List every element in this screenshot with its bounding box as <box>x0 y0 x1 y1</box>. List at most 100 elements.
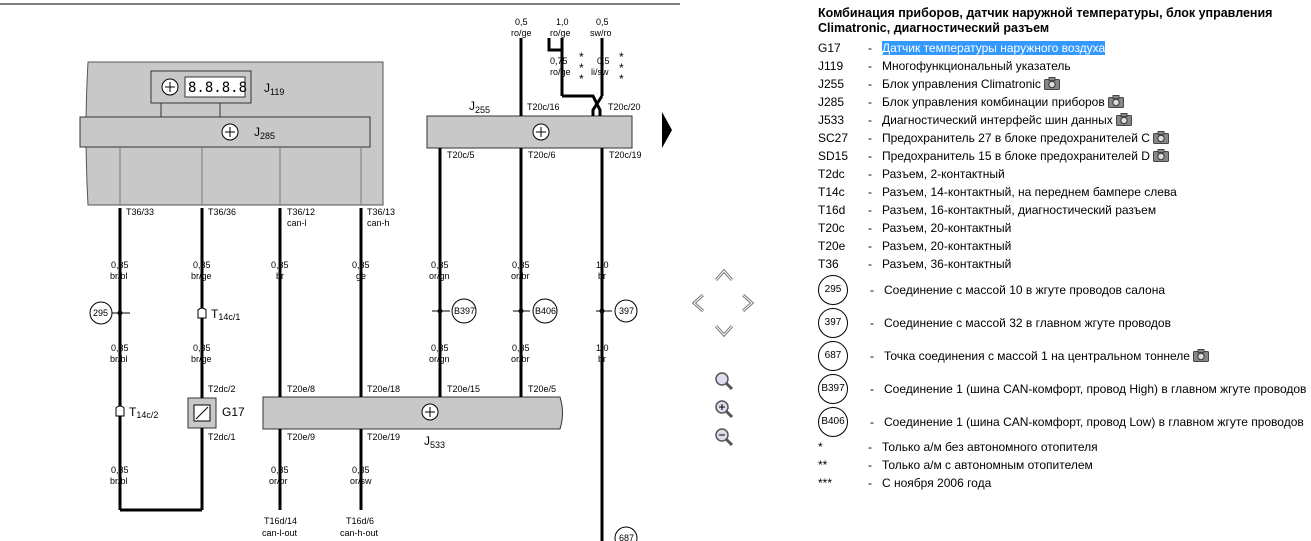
legend-note: **-Только а/м с автономным отопителем <box>818 456 1308 474</box>
legend-dash: - <box>868 167 872 181</box>
svg-text:0,35: 0,35 <box>431 343 449 353</box>
svg-text:0,35: 0,35 <box>271 465 289 475</box>
svg-text:T36/13: T36/13 <box>367 207 395 217</box>
legend-ground-item: B406 -Соединение 1 (шина CAN-комфорт, про… <box>818 405 1308 438</box>
legend-desc: Многофункциональный указатель <box>882 59 1071 73</box>
chevron-right-icon <box>742 293 755 313</box>
legend-ground-item: 295-Соединение с массой 10 в жгуте прово… <box>818 273 1308 306</box>
svg-text:T20e/19: T20e/19 <box>367 432 400 442</box>
legend-code: T16d <box>818 203 846 217</box>
legend-dash: - <box>868 149 872 163</box>
svg-text:can-h: can-h <box>367 218 390 228</box>
wiring-diagram: 8.8.8.8 J119 J285 J255 J533 G17 0,5 ro/g… <box>0 3 680 541</box>
legend-desc: Соединение 1 (шина CAN-комфорт, провод L… <box>884 414 1304 429</box>
legend-item: J285-Блок управления комбинации приборов <box>818 93 1308 111</box>
zoom-out-icon <box>715 428 734 447</box>
legend-dash: - <box>870 381 874 396</box>
svg-text:ro/ge: ro/ge <box>511 28 532 38</box>
legend-desc: Только а/м с автономным отопителем <box>882 458 1093 472</box>
camera-icon[interactable] <box>1107 95 1124 108</box>
legend-panel: Комбинация приборов, датчик наружной тем… <box>818 6 1308 492</box>
pan-down-button[interactable] <box>713 320 735 342</box>
svg-text:0,35: 0,35 <box>352 260 370 270</box>
pan-right-button[interactable] <box>737 292 759 314</box>
svg-text:T20c/19: T20c/19 <box>609 150 642 160</box>
svg-text:0,35: 0,35 <box>111 465 129 475</box>
legend-code: G17 <box>818 41 841 55</box>
pan-up-button[interactable] <box>713 264 735 286</box>
svg-text:*: * <box>579 72 584 86</box>
svg-text:br: br <box>598 354 606 364</box>
svg-text:*: * <box>619 61 624 75</box>
legend-ground-item: 687-Точка соединения с массой 1 на центр… <box>818 339 1308 372</box>
legend-desc: Предохранитель 15 в блоке предохранителе… <box>882 147 1308 165</box>
legend-ground-item: B397-Соединение 1 (шина CAN-комфорт, про… <box>818 372 1308 405</box>
j533-label: J533 <box>424 434 445 450</box>
svg-text:can-l: can-l <box>287 218 307 228</box>
svg-text:0,35: 0,35 <box>271 260 289 270</box>
legend-desc: Только а/м без автономного отопителя <box>882 440 1098 454</box>
svg-text:T2dc/2: T2dc/2 <box>208 384 236 394</box>
j533-block <box>262 396 563 430</box>
legend-dash: - <box>870 414 874 429</box>
legend-item: J119-Многофункциональный указатель <box>818 57 1308 75</box>
legend-item: J533-Диагностический интерфейс шин данны… <box>818 111 1308 129</box>
chevron-up-icon <box>714 268 734 281</box>
note-marker: * <box>818 440 823 454</box>
legend-item: T16d-Разъем, 16-контактный, диагностичес… <box>818 201 1308 219</box>
legend-code: J119 <box>818 59 844 73</box>
legend-dash: - <box>868 95 872 109</box>
svg-text:T20e/15: T20e/15 <box>447 384 480 394</box>
lcd-digits: 8.8.8.8 <box>188 80 247 96</box>
legend-dash: - <box>870 315 874 330</box>
j119-label: J119 <box>264 81 284 97</box>
svg-text:or/br: or/br <box>511 271 530 281</box>
pin-labels: T36/33 T36/36 T36/12 can-l T36/13 can-h … <box>126 150 642 538</box>
note-stars: * * * * * * <box>579 50 624 86</box>
svg-text:B397: B397 <box>454 306 475 316</box>
legend-desc: Разъем, 36-контактный <box>882 257 1012 271</box>
legend-dash: - <box>868 221 872 235</box>
camera-icon[interactable] <box>1152 131 1169 144</box>
svg-text:br: br <box>276 271 284 281</box>
svg-text:T20e/5: T20e/5 <box>528 384 556 394</box>
legend-dash: - <box>868 77 872 91</box>
svg-text:B406: B406 <box>535 306 556 316</box>
ground-circle-icon: 295 <box>818 274 848 305</box>
svg-text:0,5: 0,5 <box>596 17 609 27</box>
legend-title: Комбинация приборов, датчик наружной тем… <box>818 6 1273 35</box>
ground-circle-icon: 687 <box>818 340 848 371</box>
legend-list: G17 - Датчик температуры наружного воздуха… <box>818 39 1308 273</box>
zoom-button[interactable] <box>713 370 735 392</box>
svg-text:sw/ro: sw/ro <box>590 28 612 38</box>
legend-item: T36-Разъем, 36-контактный <box>818 255 1308 273</box>
legend-code: SC27 <box>818 131 849 145</box>
camera-icon[interactable] <box>1152 149 1169 162</box>
camera-icon[interactable] <box>1115 113 1132 126</box>
svg-text:*: * <box>579 61 584 75</box>
legend-desc: Разъем, 16-контактный, диагностический р… <box>882 203 1157 217</box>
svg-text:or/br: or/br <box>269 476 288 486</box>
t14c-2-label: T14c/2 <box>129 405 158 420</box>
legend-desc: Соединение 1 (шина CAN-комфорт, провод H… <box>884 381 1307 396</box>
pan-left-button[interactable] <box>687 292 709 314</box>
svg-text:br: br <box>598 271 606 281</box>
legend-desc: Разъем, 2-контактный <box>882 167 1005 181</box>
camera-icon[interactable] <box>1043 77 1060 90</box>
legend-desc: С ноября 2006 года <box>882 476 992 490</box>
ground-circle-icon: 397 <box>818 307 848 338</box>
legend-item: J255-Блок управления Climatronic <box>818 75 1308 93</box>
svg-text:0,35: 0,35 <box>193 343 211 353</box>
svg-text:T36/12: T36/12 <box>287 207 315 217</box>
camera-icon[interactable] <box>1192 348 1209 362</box>
legend-dash: - <box>868 239 872 253</box>
legend-desc: Разъем, 20-контактный <box>882 221 1012 235</box>
legend-dash: - <box>868 440 872 454</box>
j285-label: J285 <box>254 125 275 141</box>
zoom-out-button[interactable] <box>713 426 735 448</box>
ground-circle-icon: B406 <box>818 406 848 437</box>
zoom-in-button[interactable] <box>713 398 735 420</box>
svg-text:1,0: 1,0 <box>596 260 609 270</box>
legend-desc: Датчик температуры наружного воздуха <box>882 41 1106 55</box>
svg-text:can-h-out: can-h-out <box>340 528 379 538</box>
